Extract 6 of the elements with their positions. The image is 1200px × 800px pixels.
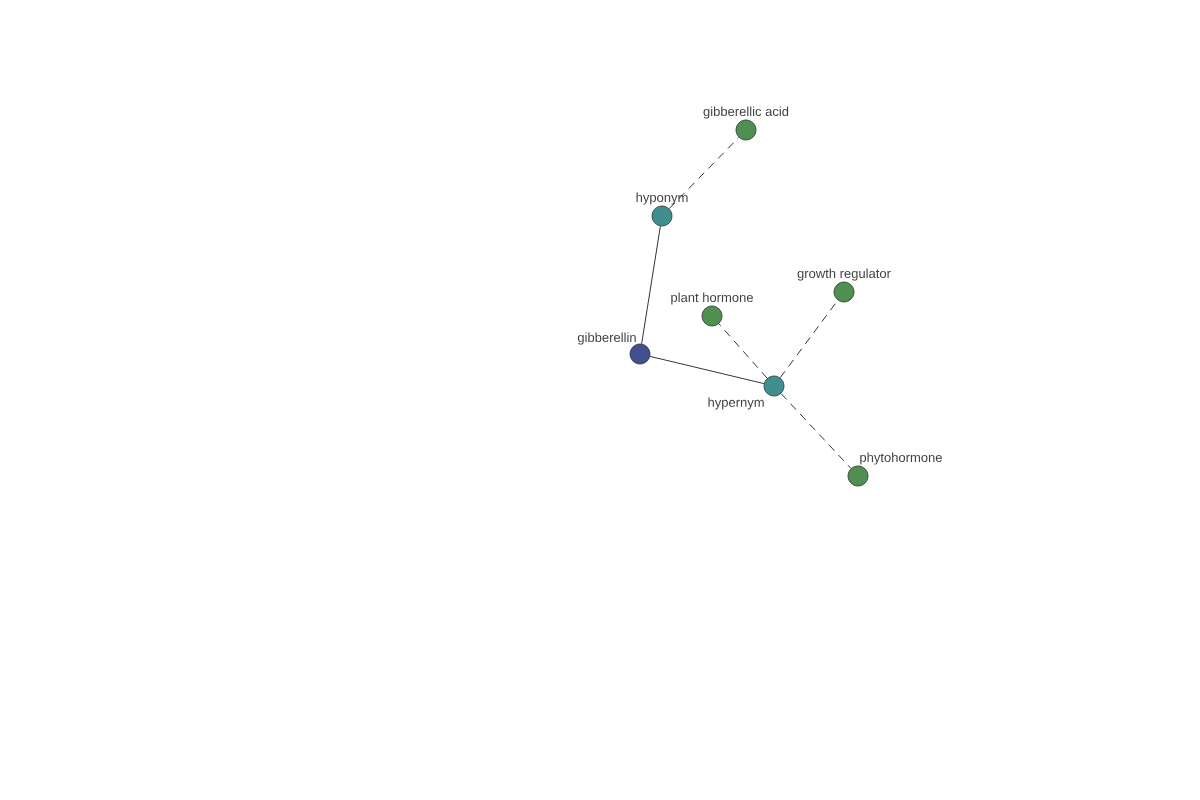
connector-line bbox=[649, 356, 765, 384]
connector-line bbox=[780, 393, 852, 469]
connector-line bbox=[641, 225, 661, 345]
connector-line bbox=[718, 323, 768, 379]
connector-line bbox=[779, 299, 839, 379]
connector-line bbox=[668, 137, 740, 209]
